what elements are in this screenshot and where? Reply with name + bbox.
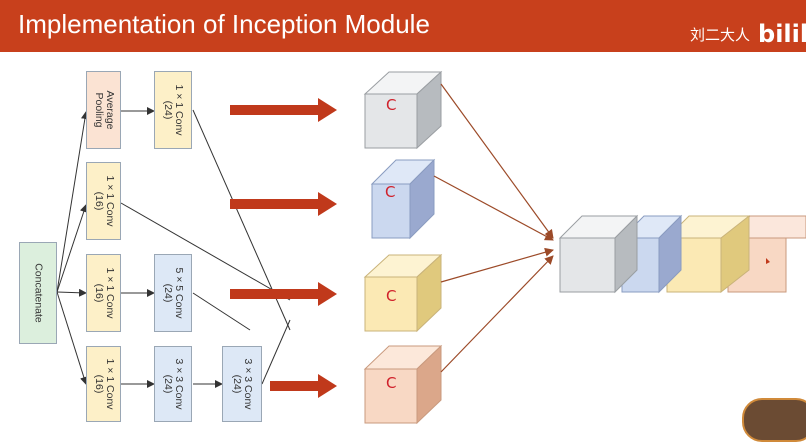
average-pooling-box: Average Pooling — [86, 71, 121, 149]
cube-label-4: C — [386, 374, 396, 392]
big-arrow-4 — [270, 374, 337, 398]
cube-label-2: C — [385, 183, 395, 201]
conv-3x3-24-box-2: 3 × 3 Conv (24) — [222, 346, 262, 422]
conv-3x3-24-box-1: 3 × 3 Conv (24) — [154, 346, 192, 422]
presenter-avatar — [742, 398, 806, 442]
output-block — [558, 214, 806, 294]
conv-1x1-16-label-b3: 1 × 1 Conv (16) — [92, 267, 116, 319]
input-lines — [56, 107, 223, 388]
bilibili-logo: bilil — [758, 20, 806, 48]
cube-gray — [363, 70, 443, 150]
concatenate-label: Concatenate — [32, 263, 45, 323]
conv-5x5-24-label: 5 × 5 Conv (24) — [162, 267, 185, 319]
conv-3x3-24-label-2: 3 × 3 Conv (24) — [231, 358, 254, 410]
cube-yellow — [363, 253, 443, 333]
title-bar: Implementation of Inception Module 刘二大人 b… — [0, 0, 806, 52]
big-arrow-2 — [230, 192, 337, 216]
watermark-text: 刘二大人 — [690, 26, 751, 44]
merge-lines — [433, 83, 554, 373]
big-arrow-3 — [230, 282, 337, 306]
big-arrow-1 — [230, 98, 337, 122]
cube-orange — [363, 344, 443, 425]
slide-title: Implementation of Inception Module — [18, 9, 430, 39]
conv-1x1-24-box: 1 × 1 Conv (24) — [154, 71, 192, 149]
diagram-canvas: C C C C — [56, 70, 806, 425]
average-pooling-label: Average Pooling — [92, 90, 116, 130]
conv-1x1-16-label-b2: 1 × 1 Conv (16) — [92, 175, 116, 227]
conv-3x3-24-label-1: 3 × 3 Conv (24) — [162, 358, 185, 410]
conv-1x1-24-label: 1 × 1 Conv (24) — [162, 84, 185, 136]
cube-blue — [370, 158, 436, 240]
conv-1x1-16-label-b4: 1 × 1 Conv (16) — [92, 358, 116, 410]
conv-1x1-16-box-b4: 1 × 1 Conv (16) — [86, 346, 121, 422]
watermark: 刘二大人 bilil — [690, 20, 806, 48]
concat-lines — [120, 109, 291, 385]
concatenate-box: Concatenate — [19, 242, 57, 344]
cube-label-3: C — [386, 287, 396, 305]
conv-5x5-24-box: 5 × 5 Conv (24) — [154, 254, 192, 332]
red-arrows — [230, 98, 337, 398]
conv-1x1-16-box-b2: 1 × 1 Conv (16) — [86, 162, 121, 240]
conv-1x1-16-box-b3: 1 × 1 Conv (16) — [86, 254, 121, 332]
cube-label-1: C — [386, 96, 396, 114]
